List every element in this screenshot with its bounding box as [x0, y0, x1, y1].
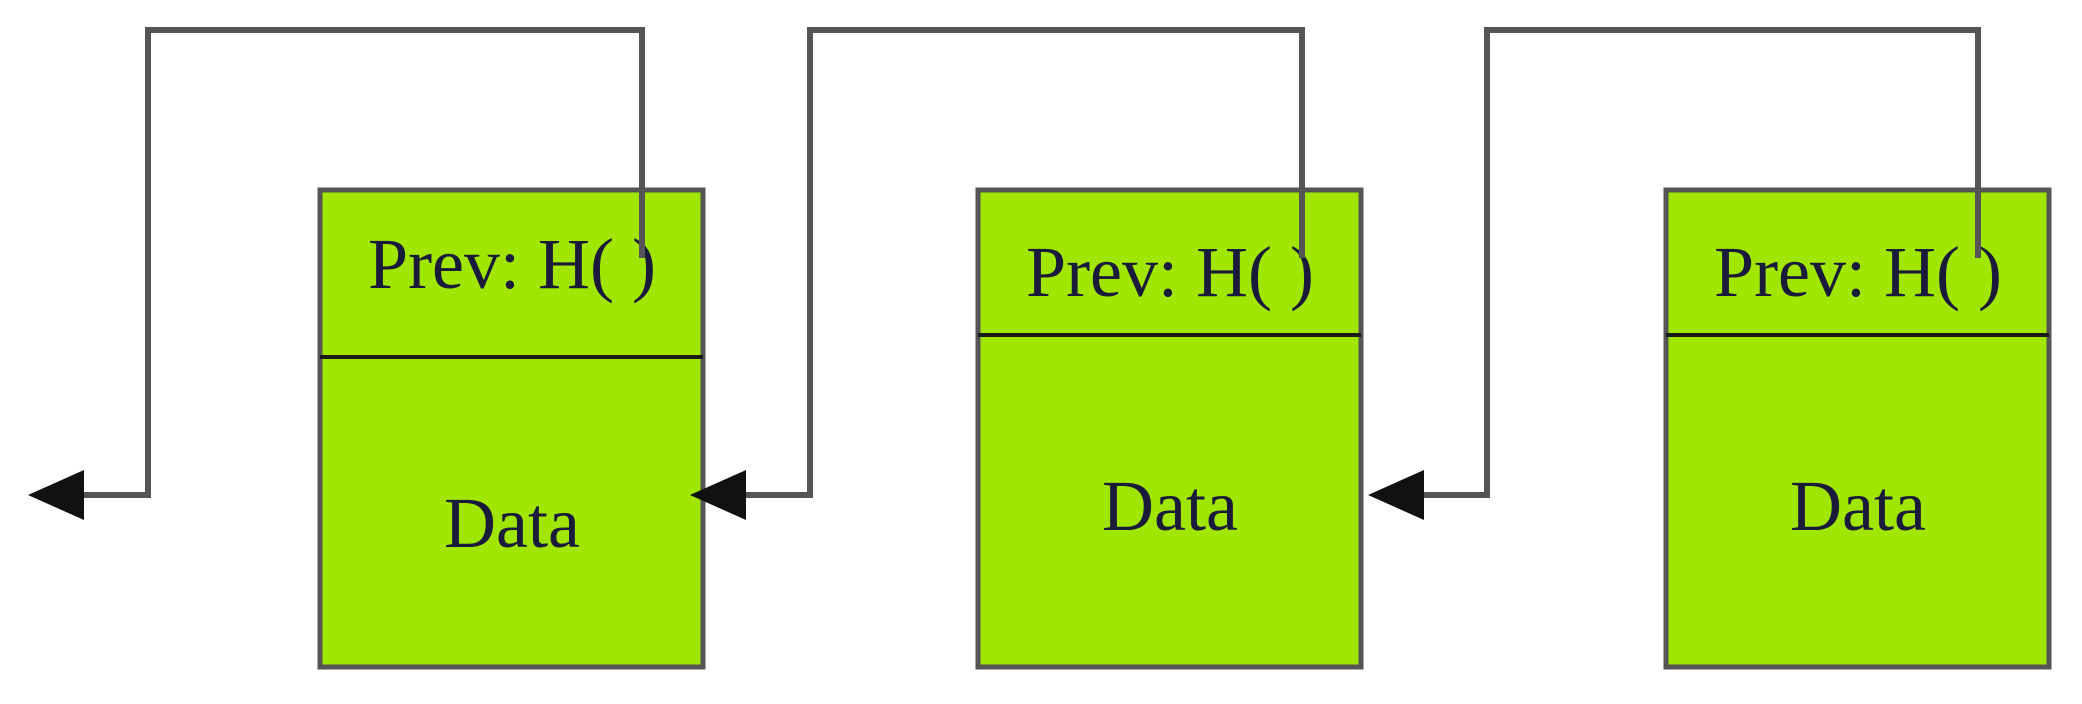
block-2-data-label: Data [1102, 466, 1238, 546]
block-3-data-label: Data [1790, 466, 1926, 546]
block-3: Prev: H( ) Data [1663, 187, 2052, 670]
arrow-head-icon [28, 470, 84, 520]
block-1-data-label: Data [444, 483, 580, 563]
block-1: Prev: H( ) Data [317, 187, 706, 670]
link-line-1 [66, 27, 645, 498]
block-1-outline [317, 187, 706, 670]
link-line-2 [742, 27, 1305, 498]
arrow-head-icon [690, 470, 746, 520]
block-2-prev-label: Prev: H( ) [1026, 232, 1314, 312]
link-line-3 [1408, 27, 1981, 498]
block-2: Prev: H( ) Data [975, 187, 1364, 670]
link-block-2-to-block-1 [690, 27, 1305, 520]
link-block-3-to-block-2 [1368, 27, 1981, 520]
link-block-1-to-previous [28, 27, 645, 520]
block-1-prev-label: Prev: H( ) [368, 224, 656, 304]
block-2-outline [975, 187, 1364, 670]
block-3-prev-label: Prev: H( ) [1714, 232, 2002, 312]
arrow-head-icon [1368, 470, 1424, 520]
block-3-outline [1663, 187, 2052, 670]
